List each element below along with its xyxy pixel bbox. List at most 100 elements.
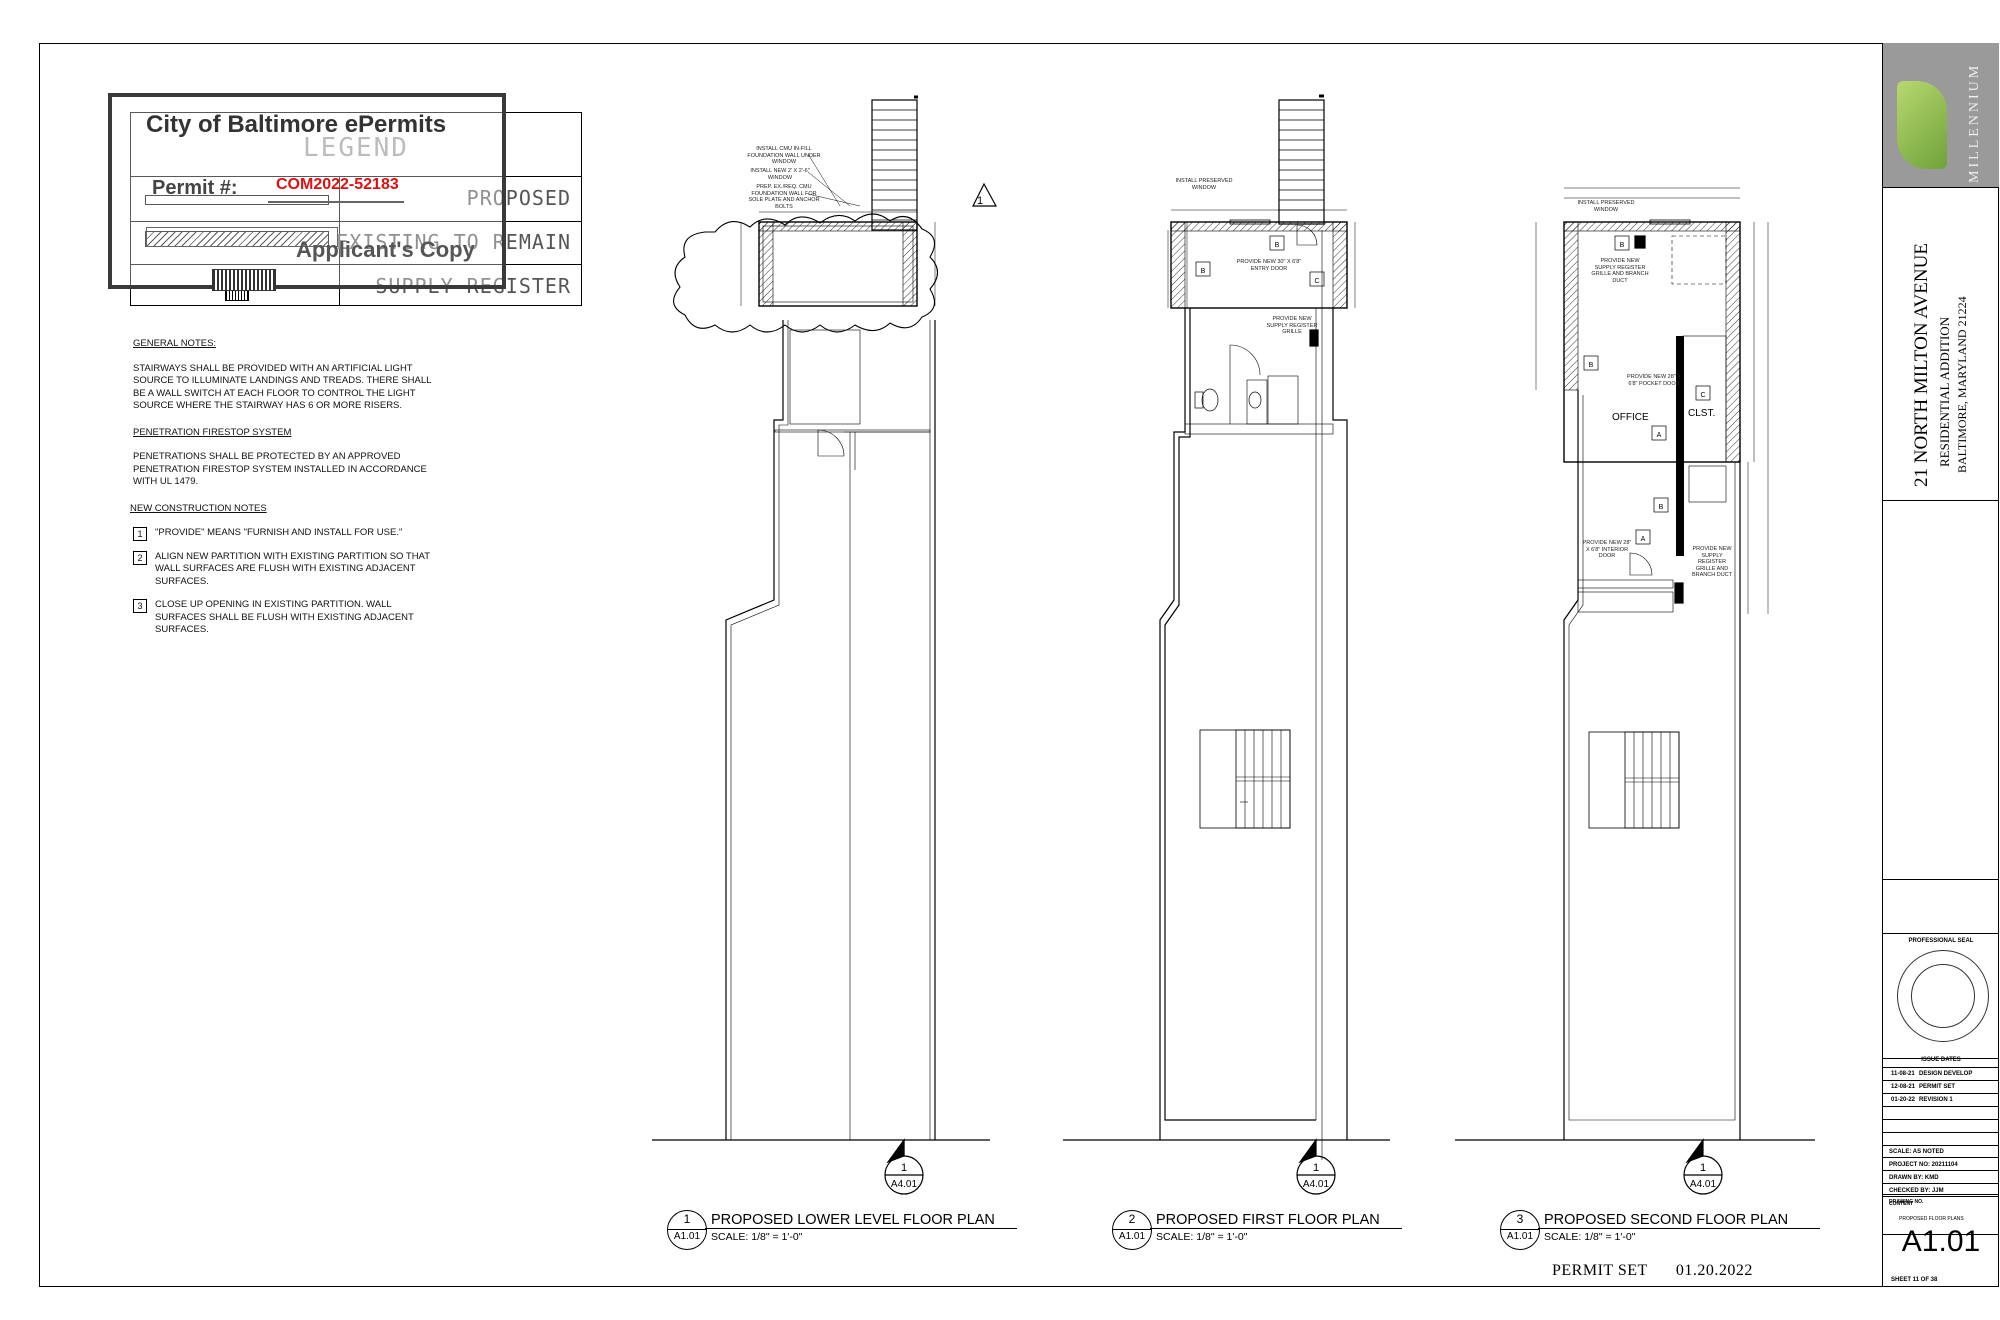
tag-b: B — [1201, 268, 1206, 275]
leaf-logo-icon — [1897, 81, 1947, 169]
tag-b: B — [1275, 242, 1280, 249]
permit-set-text: PERMIT SET — [1552, 1262, 1648, 1279]
plan-title-underline — [1538, 1228, 1820, 1229]
firm-brand: MILLENNIUM — [1967, 62, 1982, 183]
professional-seal: PROFESSIONAL SEAL — [1883, 933, 1999, 1059]
drawing-number: A1.01 — [1901, 1225, 1981, 1258]
construction-note: 1 "PROVIDE" MEANS "FURNISH AND INSTALL F… — [133, 527, 433, 541]
plan-sheet: A1.01 — [1506, 1231, 1534, 1242]
stamp-applicant: Applicant's Copy — [296, 237, 475, 262]
bubble-divider — [668, 1229, 706, 1230]
note-number: 1 — [133, 527, 147, 541]
plan-scale: SCALE: 1/8" = 1'-0" — [1156, 1231, 1248, 1243]
room-office: OFFICE — [1612, 412, 1649, 423]
issue-desc: DESIGN DEVELOP — [1919, 1071, 1973, 1077]
plan-title-text: PROPOSED LOWER LEVEL FLOOR PLAN — [711, 1212, 995, 1228]
bubble-divider — [1501, 1229, 1539, 1230]
issue-date: 12-08-21 — [1891, 1084, 1916, 1090]
section-sheet-1: A4.01 — [891, 1179, 918, 1190]
legend-swatch-proposed — [145, 195, 329, 205]
firm-logo: MILLENNIUM — [1883, 43, 1999, 188]
stamp-permit-label: Permit #: — [152, 177, 238, 199]
plan-sheet: A1.01 — [1118, 1231, 1146, 1242]
revision-tag: 1 — [977, 195, 983, 207]
section-sheet-2: A4.01 — [1303, 1179, 1330, 1190]
callout-text: PROVIDE NEW SUPPLY REGISTER GRILLE AND B… — [1591, 258, 1649, 284]
project-city: BALTIMORE, MARYLAND 21224 — [1955, 296, 1969, 473]
issue-date: 01-20-22 — [1891, 1097, 1916, 1103]
plan-title-text: PROPOSED SECOND FLOOR PLAN — [1544, 1212, 1789, 1228]
tag-c: C — [1314, 278, 1319, 285]
plan-title-underline — [1150, 1228, 1402, 1229]
seal-inner-icon — [1911, 964, 1975, 1028]
note-text: "PROVIDE" MEANS "FURNISH AND INSTALL FOR… — [155, 527, 403, 538]
legend-row-divider — [131, 221, 581, 222]
tag-b: B — [1589, 362, 1594, 369]
room-closet: CLST. — [1688, 408, 1716, 419]
issue-row-empty — [1883, 1133, 1999, 1146]
legend-row-divider — [131, 176, 581, 177]
legend-title: LEGEND — [303, 133, 409, 163]
section-num-3: 1 — [1700, 1162, 1706, 1174]
plan-title-underline — [705, 1228, 1017, 1229]
tb-content: CONTENT PROPOSED FLOOR PLANS — [1883, 1198, 1999, 1235]
issue-desc: REVISION 1 — [1919, 1097, 1953, 1103]
construction-notes-heading: NEW CONSTRUCTION NOTES — [130, 502, 267, 514]
general-notes-text: STAIRWAYS SHALL BE PROVIDED WITH AN ARTI… — [133, 362, 432, 412]
issue-row-empty — [1883, 1120, 1999, 1133]
callout-text: PREP. EX./REQ. CMU FOUNDATION WALL FOR S… — [748, 184, 820, 210]
tag-b: B — [1659, 504, 1664, 511]
tb-scale: SCALE: AS NOTED — [1883, 1146, 1999, 1158]
construction-note: 3 CLOSE UP OPENING IN EXISTING PARTITION… — [133, 599, 433, 637]
plan-second-floor — [1455, 187, 1815, 1195]
tag-a: A — [1641, 536, 1646, 543]
callout-text: PROVIDE NEW 28" X 6'8" POCKET DOOR — [1627, 374, 1681, 387]
legend-item-proposed: PROPOSED — [466, 186, 571, 210]
permit-set-date: 01.20.2022 — [1675, 1262, 1753, 1279]
issue-row-empty — [1883, 1107, 1999, 1120]
plan-lower-level — [652, 95, 998, 1195]
note-text: ALIGN NEW PARTITION WITH EXISTING PARTIT… — [155, 550, 430, 587]
legend-item-existing: EXISTING TO REMAIN — [336, 230, 571, 254]
plan-scale: SCALE: 1/8" = 1'-0" — [711, 1231, 803, 1243]
content-value: PROPOSED FLOOR PLANS — [1899, 1216, 1964, 1222]
tb-project-no: PROJECT NO: 20211104 — [1883, 1159, 1999, 1171]
callout-text: INSTALL CMU IN-FILL FOUNDATION WALL UNDE… — [747, 146, 821, 165]
plan-sheet: A1.01 — [673, 1231, 701, 1242]
plan-number: 1 — [683, 1212, 691, 1226]
plan-number-bubble: 2 A1.01 — [1112, 1210, 1152, 1250]
seal-label: PROFESSIONAL SEAL — [1908, 938, 1974, 944]
tag-a: A — [1657, 432, 1662, 439]
plan-number-bubble: 1 A1.01 — [667, 1210, 707, 1250]
stamp-permit-number: COM2022-52183 — [276, 176, 399, 193]
tag-c: C — [1700, 392, 1705, 399]
stamp-city: City of Baltimore ePermits — [146, 111, 447, 138]
note-number: 2 — [133, 550, 147, 565]
project-info: 21 NORTH MILTON AVENUE RESIDENTIAL ADDIT… — [1883, 187, 1999, 501]
section-num-2: 1 — [1313, 1162, 1319, 1174]
sheet-count: SHEET 11 OF 38 — [1891, 1277, 1938, 1283]
note-text: CLOSE UP OPENING IN EXISTING PARTITION. … — [155, 599, 414, 635]
callout-text: INSTALL NEW 2' X 2'-6" WINDOW — [750, 168, 810, 181]
barcode-icon — [212, 269, 276, 291]
callout-text: PROVIDE NEW SUPPLY REGISTER GRILLE AND B… — [1691, 546, 1733, 578]
legend-column-divider — [339, 176, 340, 305]
firestop-heading: PENETRATION FIRESTOP SYSTEM — [133, 426, 292, 438]
general-notes-heading: GENERAL NOTES: — [133, 338, 217, 349]
plan-scale: SCALE: 1/8" = 1'-0" — [1544, 1231, 1636, 1243]
permit-set-label: PERMIT SET 01.20.2022 — [1552, 1262, 1753, 1280]
bubble-divider — [1113, 1229, 1151, 1230]
permit-stamp: City of Baltimore ePermits Permit #: COM… — [108, 93, 506, 291]
tb-checked-by: CHECKED BY: JJM — [1883, 1185, 1999, 1197]
stamp-field-box — [146, 227, 338, 247]
drawing-no-label: DRAWING NO. — [1889, 1199, 1924, 1205]
drawing-number-box: DRAWING NO. A1.01 SHEET 11 OF 38 — [1883, 1194, 1999, 1287]
tag-b: B — [1620, 242, 1625, 249]
issue-dates-label: ISSUE DATES — [1883, 1057, 1999, 1068]
callout-text: PROVIDE NEW SUPPLY REGISTER GRILLE — [1266, 316, 1318, 335]
sheet-border — [39, 43, 1999, 1287]
title-block: MILLENNIUM 21 NORTH MILTON AVENUE RESIDE… — [1882, 43, 1999, 1287]
callout-text: PROVIDE NEW 28" X 6'8" INTERIOR DOOR — [1582, 540, 1632, 559]
